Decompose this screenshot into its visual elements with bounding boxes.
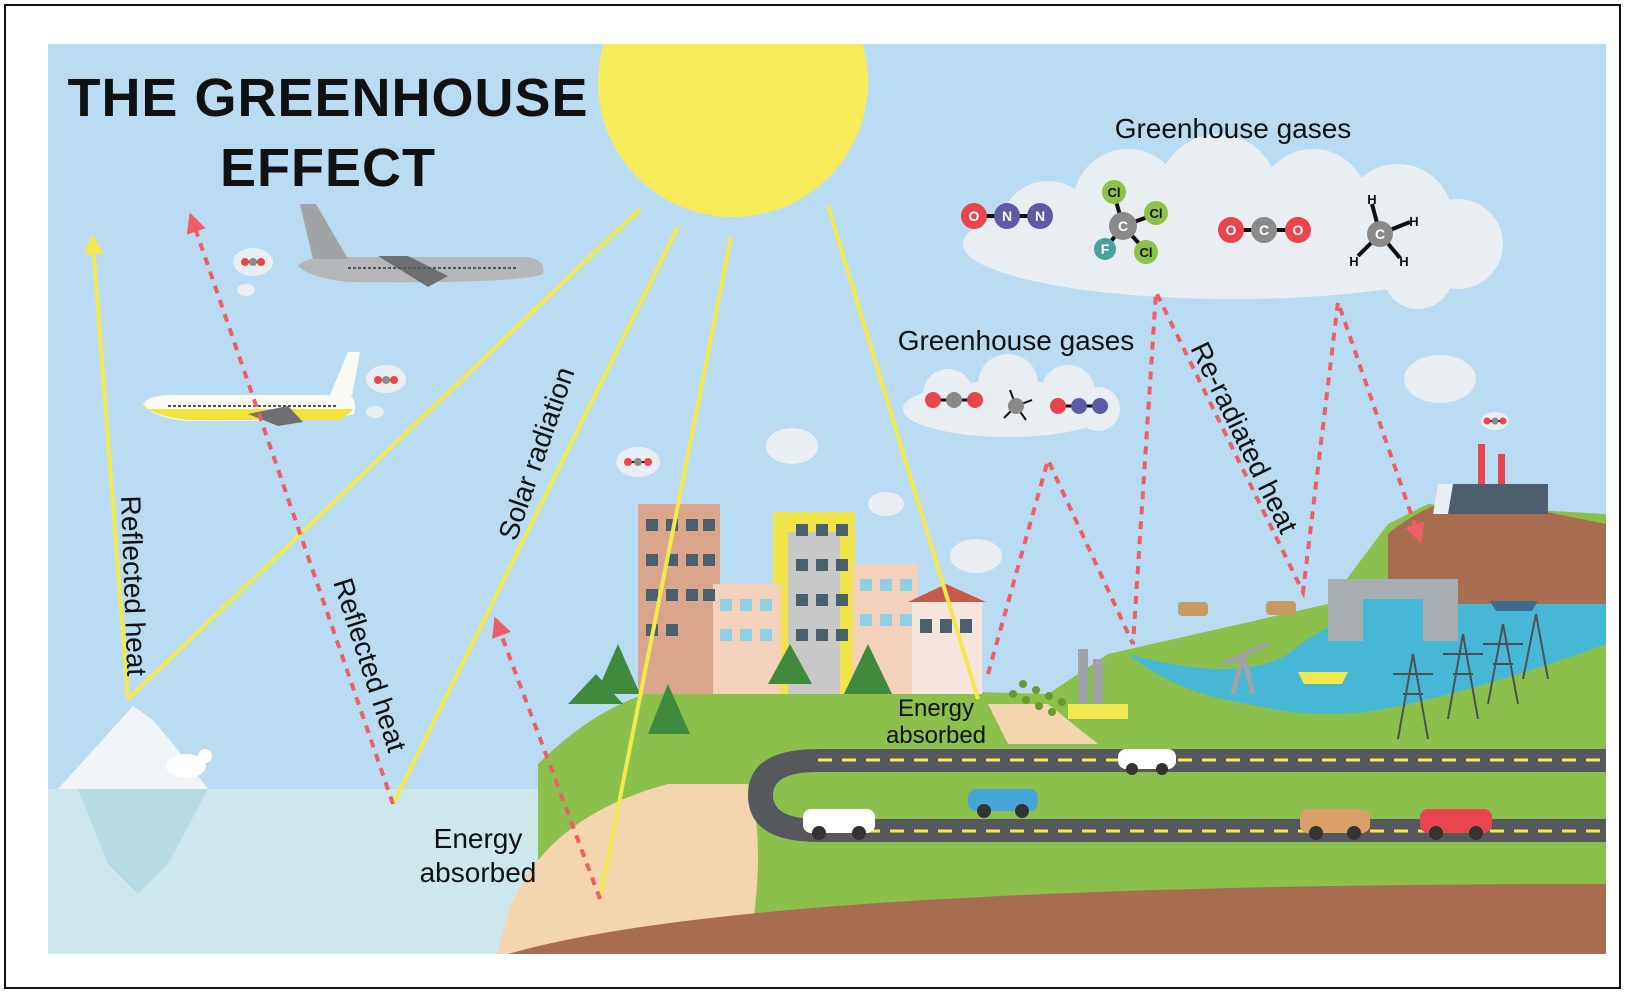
greenhouse-scene: THE GREENHOUSE EFFECT Greenhouse gases O… — [48, 44, 1606, 954]
ch4-h-top: H — [1367, 192, 1376, 207]
cars — [803, 749, 1492, 840]
energy-absorbed-ocean-line-1: Energy — [434, 823, 523, 854]
cows — [1178, 601, 1296, 616]
hill — [1388, 498, 1606, 604]
floating-co2-icons — [241, 258, 1507, 466]
n2o-atom-2: N — [1002, 208, 1012, 224]
iceberg-underwater — [78, 789, 208, 894]
ch4-h-right: H — [1409, 214, 1418, 229]
beach — [498, 784, 758, 954]
ch4-h-bottom: H — [1399, 254, 1408, 269]
n2o-molecule-icon: O N N — [961, 203, 1053, 229]
greenhouse-illustration: THE GREENHOUSE EFFECT Greenhouse gases O… — [48, 44, 1606, 954]
small-co2-molecule-icon — [925, 392, 983, 408]
pumpjack-icon — [1221, 641, 1270, 695]
co2-atom-2: C — [1259, 222, 1269, 238]
n2o-atom-1: O — [969, 208, 980, 224]
cfc-molecule-icon: C Cl Cl Cl F — [1094, 180, 1168, 264]
polar-bear-icon — [166, 749, 212, 778]
small-clouds — [233, 248, 1509, 573]
grey-airplane-icon — [298, 204, 544, 287]
cfc-right-atom: Cl — [1150, 206, 1163, 221]
trees — [568, 644, 892, 734]
cfc-top-atom: Cl — [1108, 185, 1121, 200]
ch4-h-left: H — [1349, 254, 1358, 269]
title-line-1: THE GREENHOUSE — [67, 68, 588, 128]
factory-icon — [1433, 444, 1548, 514]
greenhouse-gas-cloud-mid — [903, 354, 1120, 437]
co2-atom-1: O — [1226, 222, 1237, 238]
cfc-bottom-atom: Cl — [1140, 245, 1153, 260]
heat-arrows — [186, 212, 1425, 900]
soil — [508, 884, 1606, 954]
co2-atom-3: O — [1293, 222, 1304, 238]
ch4-center-atom: C — [1375, 226, 1385, 242]
energy-absorbed-ocean-line-2: absorbed — [420, 857, 537, 888]
energy-absorbed-city-line-2: absorbed — [886, 722, 986, 749]
cfc-left-atom: F — [1101, 241, 1110, 257]
dam-icon — [1328, 579, 1458, 641]
sun — [598, 44, 868, 217]
ships — [1298, 601, 1538, 684]
greenhouse-gases-label-mid: Greenhouse gases — [898, 325, 1135, 356]
field-sand — [988, 704, 1098, 744]
solar-radiation-rays — [83, 205, 980, 900]
n2o-atom-3: N — [1035, 208, 1045, 224]
yellow-airplane-icon — [143, 352, 360, 426]
greenhouse-gases-label-top: Greenhouse gases — [1115, 113, 1352, 144]
cfc-center-atom: C — [1118, 218, 1128, 234]
reflected-heat-label-1: Reflected heat — [115, 495, 152, 677]
small-ch4-molecule-icon — [1003, 389, 1033, 421]
diagram-frame: THE GREENHOUSE EFFECT Greenhouse gases O… — [4, 4, 1621, 989]
power-pylons — [1393, 613, 1549, 740]
ch4-molecule-icon: C H H H H — [1349, 192, 1418, 269]
crop-field — [1009, 680, 1066, 716]
small-n2o-molecule-icon — [1050, 398, 1108, 414]
oil-refinery-icon — [1068, 649, 1128, 719]
co2-molecule-icon: O C O — [1218, 217, 1311, 243]
title-line-2: EFFECT — [220, 138, 436, 198]
energy-absorbed-city-line-1: Energy — [898, 695, 974, 722]
